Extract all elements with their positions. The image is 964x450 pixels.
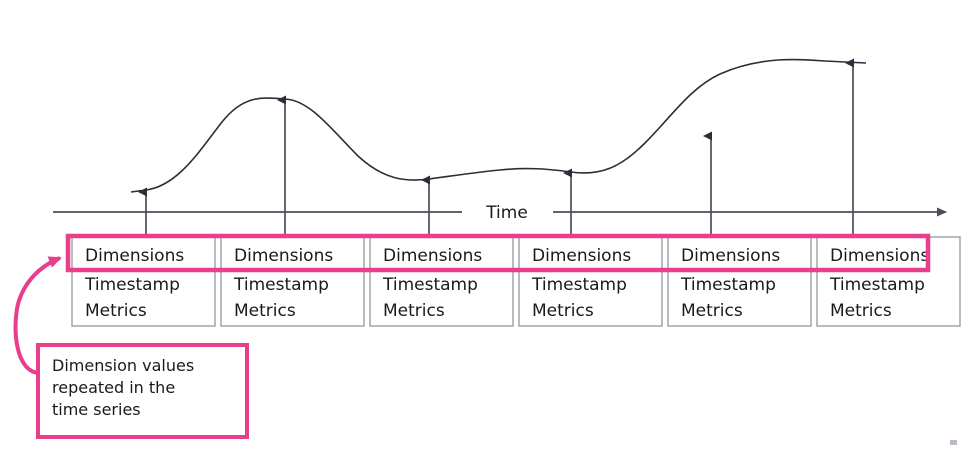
time-axis-label: Time [485,203,528,223]
record-box-2-metrics: Metrics [234,301,296,321]
record-box-2-dimensions: Dimensions [234,246,333,266]
record-box-5-frame[interactable] [667,236,812,327]
record-box-5[interactable]: Dimensions Timestamp Metrics [667,236,812,327]
record-box-6-dimensions: Dimensions [830,246,929,266]
record-box-1-timestamp: Timestamp [84,275,180,295]
record-box-3-timestamp: Timestamp [382,275,478,295]
corner-speck [950,440,957,445]
callout-box-frame [36,343,249,439]
record-box-2-frame[interactable] [220,236,365,327]
record-box-4-dimensions: Dimensions [532,246,631,266]
record-box-1-dimensions: Dimensions [85,246,184,266]
record-box-3-dimensions: Dimensions [383,246,482,266]
record-box-5-metrics: Metrics [681,301,743,321]
record-box-2[interactable]: Dimensions Timestamp Metrics [220,236,365,327]
record-boxes-group: Dimensions Timestamp Metrics Dimensions … [71,236,961,327]
callout-box: Dimension values repeated in the time se… [36,343,249,439]
series-curve-group [130,58,867,193]
record-box-5-timestamp: Timestamp [680,275,776,295]
callout-pointer-arrow [13,256,62,375]
record-box-3-frame[interactable] [369,236,514,327]
record-box-4-frame[interactable] [518,236,663,327]
record-box-4[interactable]: Dimensions Timestamp Metrics [518,236,663,327]
record-box-6[interactable]: Dimensions Timestamp Metrics [816,236,961,327]
record-box-1[interactable]: Dimensions Timestamp Metrics [71,236,216,327]
record-box-3[interactable]: Dimensions Timestamp Metrics [369,236,514,327]
callout-line-1: Dimension values [52,356,194,375]
time-series-curve [130,58,867,193]
record-box-3-metrics: Metrics [383,301,445,321]
record-box-1-frame[interactable] [71,236,216,327]
record-box-4-timestamp: Timestamp [531,275,627,295]
callout-line-3: time series [52,400,141,419]
record-box-1-metrics: Metrics [85,301,147,321]
record-box-4-metrics: Metrics [532,301,594,321]
record-box-5-dimensions: Dimensions [681,246,780,266]
record-box-6-timestamp: Timestamp [829,275,925,295]
record-box-2-timestamp: Timestamp [233,275,329,295]
record-box-6-metrics: Metrics [830,301,892,321]
time-axis-group: Time [53,203,947,223]
dimensions-highlight-band [65,233,931,273]
callout-line-2: repeated in the [52,378,175,397]
